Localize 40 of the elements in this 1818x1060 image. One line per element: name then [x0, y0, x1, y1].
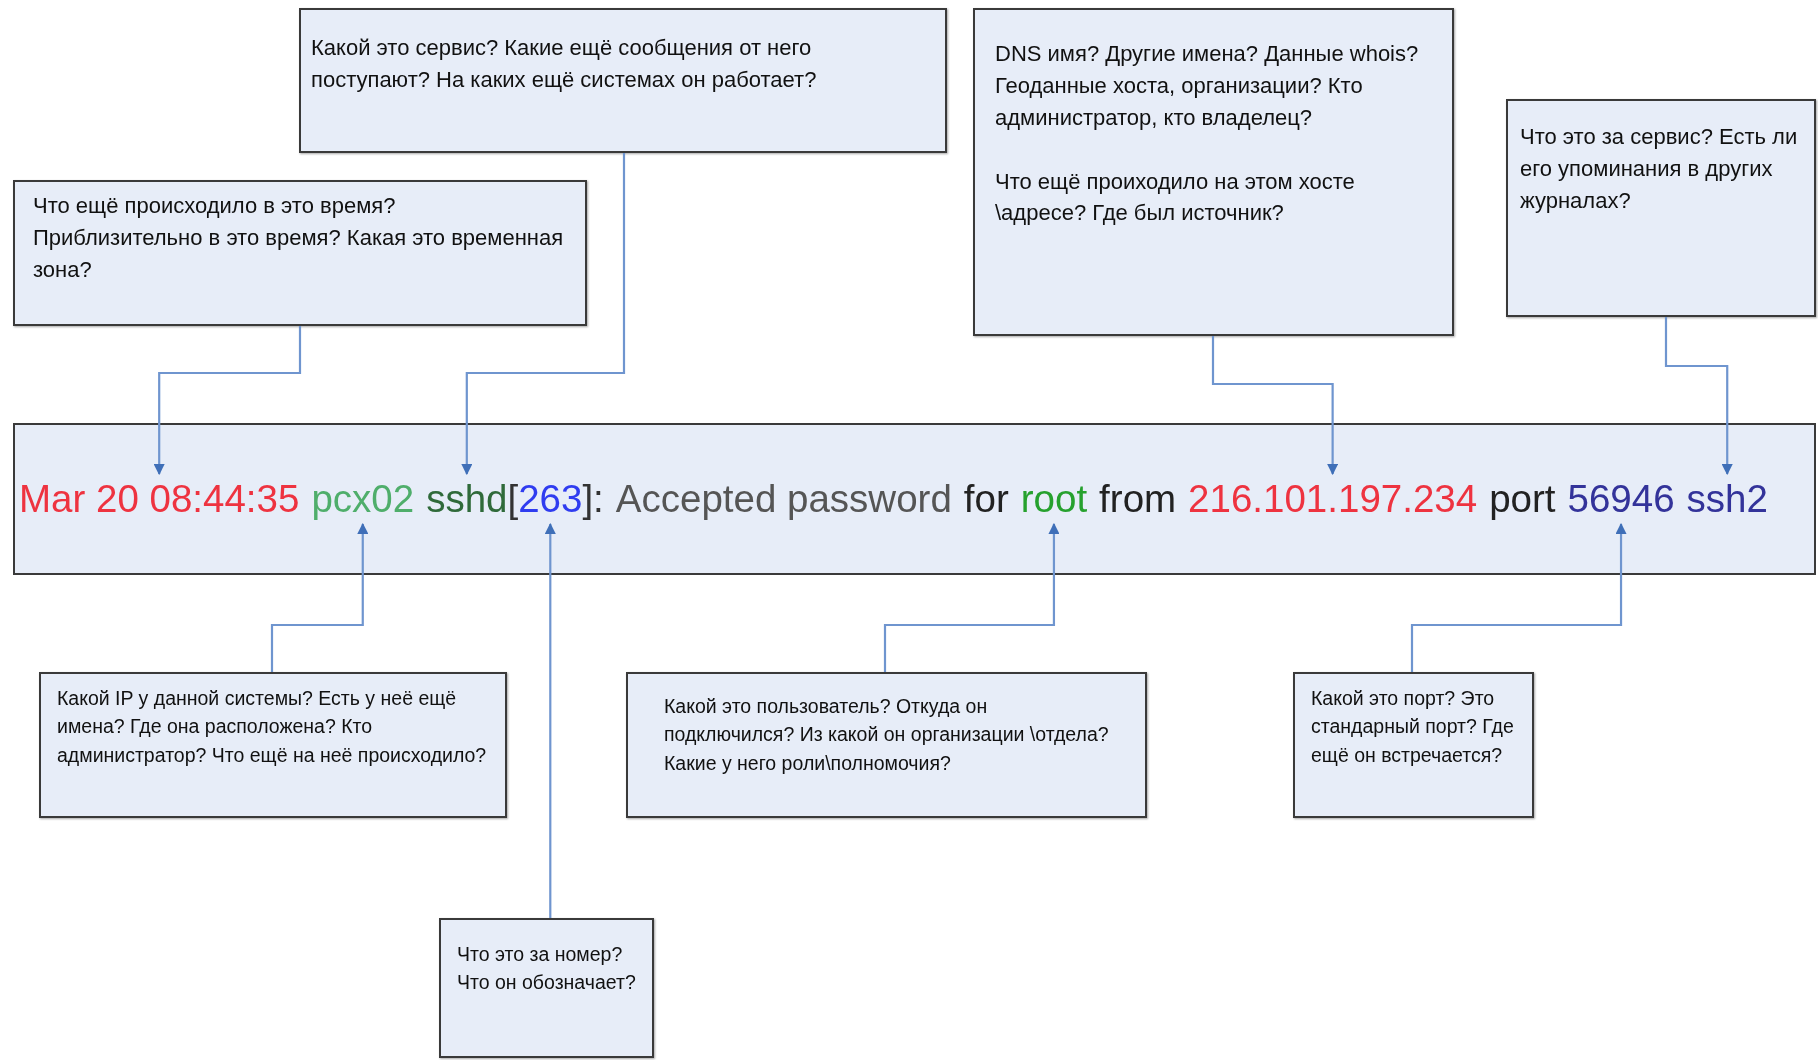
log-field-text: pcx02 [311, 477, 415, 521]
question-box [1293, 672, 1534, 818]
log-field-text: Mar 20 08:44:35 [19, 477, 300, 521]
question-text: Какой это пользователь? Откуда он подключился? Из какой он организации \отдела? Какие у него роли\полномочия? [664, 694, 1109, 776]
log-field-text: for [963, 477, 1009, 521]
question-text: DNS имя? Другие имена? Данные whois? Геоданные хоста, организации? Кто администратор, кто владелец? [995, 40, 1420, 132]
leader-arrow [461, 153, 626, 476]
question-box [39, 672, 507, 818]
question-box [299, 8, 947, 153]
log-field-text: 263 [518, 477, 583, 521]
log-field-text: 216.101.197.234 [1188, 477, 1478, 521]
log-field-text: from [1099, 477, 1177, 521]
leader-arrow [270, 522, 369, 672]
leader-arrow [883, 522, 1060, 672]
question-box [13, 180, 587, 326]
log-field-text: port [1489, 477, 1556, 521]
leader-arrow [1664, 317, 1733, 476]
question-text: Какой это порт? Это стандарный порт? Где ещё он встречается? [1311, 686, 1515, 768]
log-line-bar [13, 423, 1816, 575]
question-text: Какой IP у данной системы? Есть у неё ещё имена? Где она расположена? Кто администратор? Что ещё на неё происходило? [57, 686, 488, 768]
log-field-text: sshd [426, 477, 508, 521]
log-field-text: ]: [582, 477, 604, 521]
question-box [626, 672, 1147, 818]
question-text: Что это за сервис? Есть ли его упоминания в других журналах? [1520, 123, 1799, 215]
question-box [973, 8, 1454, 336]
leader-arrow [1410, 522, 1627, 672]
question-box [1506, 99, 1816, 317]
leader-arrow [544, 522, 556, 918]
log-field-text: 56946 [1567, 477, 1675, 521]
question-box [439, 918, 654, 1058]
question-text: Что это за номер? Что он обозначает? [457, 942, 636, 996]
leader-arrow [1211, 336, 1339, 476]
log-field-text: [ [507, 477, 519, 521]
question-text: Что ещё проиходило на этом хосте \адресе? Где был источник? [995, 167, 1356, 228]
log-field-text: root [1020, 477, 1088, 521]
log-field-text: ssh2 [1686, 477, 1768, 521]
question-text: Какой это сервис? Какие ещё сообщения от него поступают? На каких ещё системах он работает? [311, 34, 818, 94]
leader-arrow [153, 326, 302, 476]
log-field-text: Accepted password [615, 477, 952, 521]
question-text: Что ещё происходило в это время? Приблизительно в это время? Какая это временная зона? [33, 192, 565, 284]
